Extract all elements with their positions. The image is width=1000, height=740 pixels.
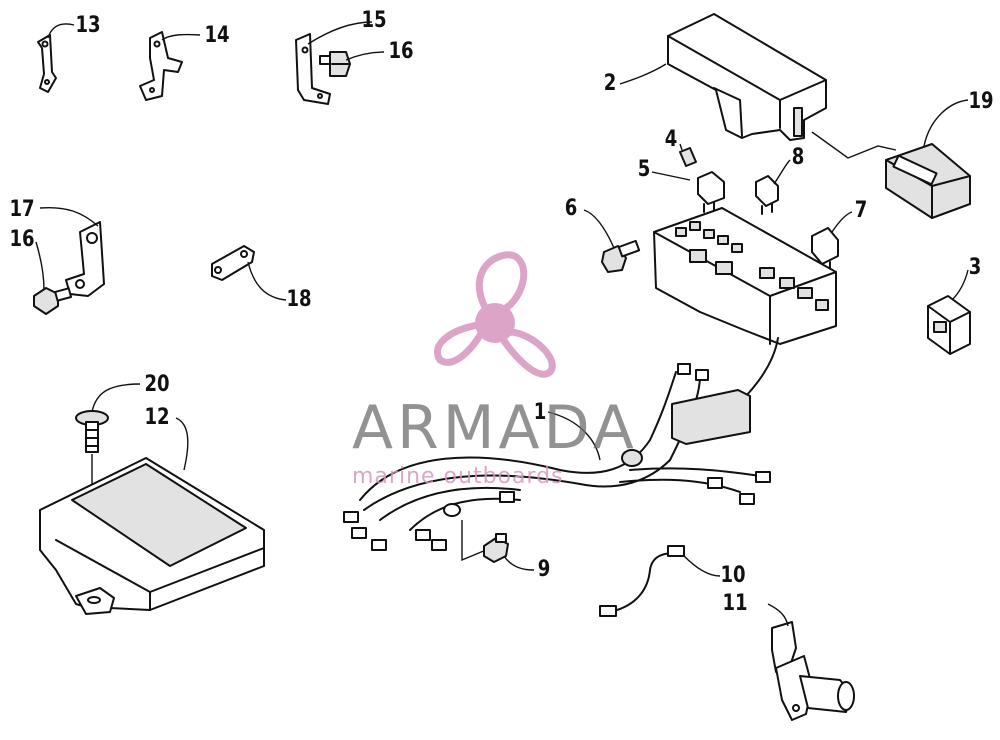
callout-19: 19 — [968, 89, 994, 114]
plate-18-icon — [211, 245, 255, 281]
relay-8-icon — [755, 175, 779, 215]
bolt-9-icon — [483, 533, 509, 563]
bolt-6-icon — [601, 239, 641, 273]
watermark-brand: ARMADA — [352, 393, 638, 463]
callout-14: 14 — [204, 23, 230, 48]
bolt-16-top-icon — [319, 51, 351, 77]
callout-3: 3 — [968, 255, 982, 280]
screw-20-icon — [75, 410, 109, 453]
watermark-tagline: marine outboards — [352, 464, 564, 489]
bracket-15-icon — [295, 33, 331, 105]
callout-9: 9 — [537, 557, 551, 582]
label-19-icon — [885, 143, 971, 219]
callout-6: 6 — [564, 196, 578, 221]
callout-13: 13 — [75, 13, 101, 38]
bolt-16-left-icon — [33, 287, 73, 315]
relay-5-icon — [697, 171, 725, 213]
callout-12: 12 — [144, 405, 170, 430]
bracket-14-icon — [139, 31, 183, 101]
control-unit-12-icon — [39, 457, 265, 615]
callout-18: 18 — [286, 287, 312, 312]
callout-4: 4 — [664, 127, 678, 152]
callout-1: 1 — [533, 400, 547, 425]
fuse-box-cover-2-icon — [667, 13, 827, 141]
callout-17: 17 — [9, 197, 35, 222]
callout-2: 2 — [603, 71, 617, 96]
callout-5: 5 — [637, 157, 651, 182]
sensor-lead-10-icon — [599, 545, 685, 617]
wire-harness-1-icon — [343, 337, 779, 551]
callout-15: 15 — [361, 8, 387, 33]
callout-11: 11 — [722, 591, 748, 616]
callout-7: 7 — [854, 198, 868, 223]
fuse-box-icon — [653, 207, 837, 345]
callout-8: 8 — [791, 145, 805, 170]
propeller-logo-icon — [434, 251, 556, 378]
fuse-4-icon — [679, 147, 697, 167]
bracket-13-icon — [37, 34, 57, 93]
callout-10: 10 — [720, 563, 746, 588]
connector-3-icon — [927, 295, 971, 355]
callout-16-top: 16 — [388, 39, 414, 64]
sensor-11-icon — [771, 621, 855, 721]
callout-20: 20 — [144, 372, 170, 397]
callout-16-left: 16 — [9, 227, 35, 252]
bracket-17-icon — [65, 221, 105, 297]
